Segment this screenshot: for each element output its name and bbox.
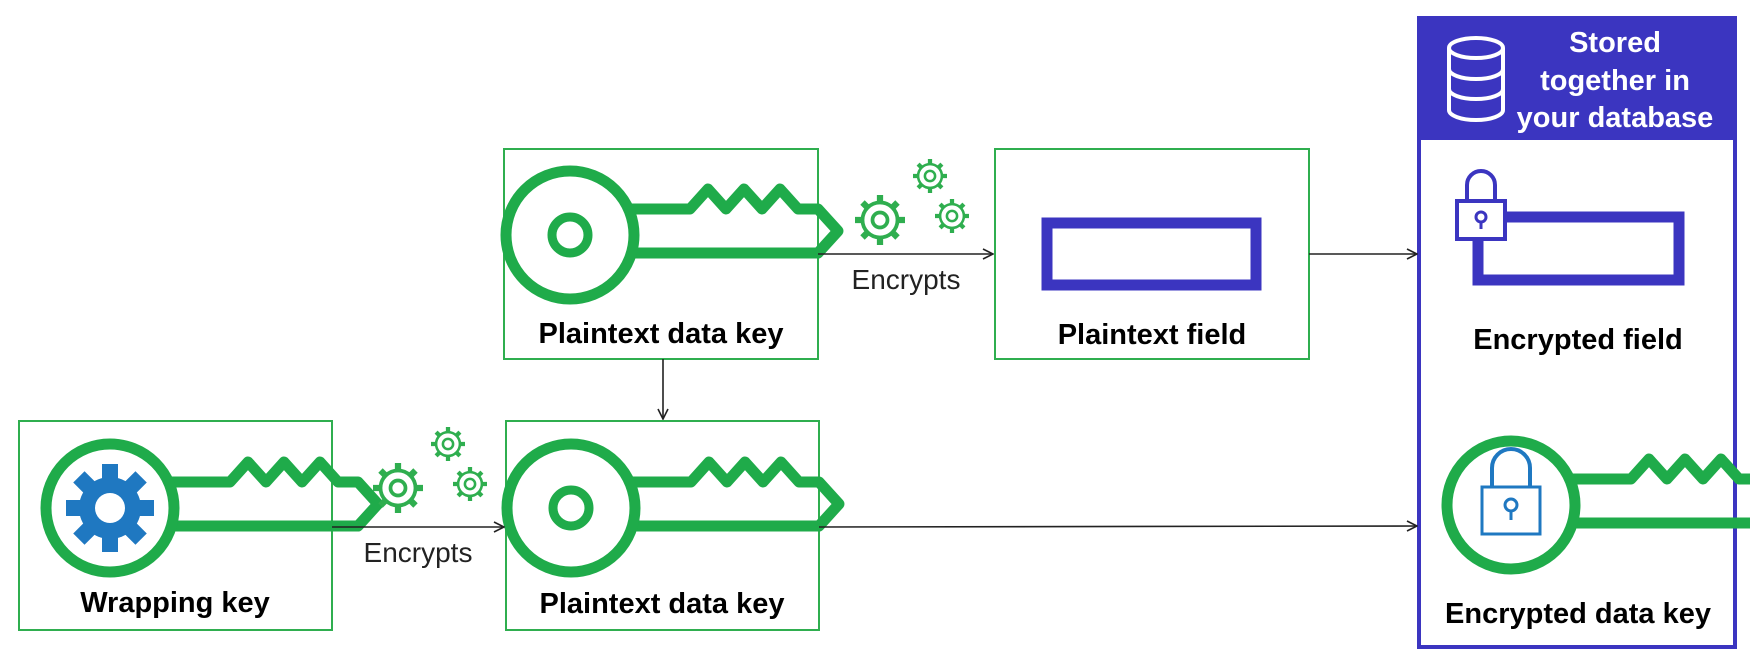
plaintext-data-key-top-node: Plaintext data key xyxy=(504,148,838,360)
lock-icon xyxy=(1480,447,1542,536)
gears-icon xyxy=(373,427,487,513)
database-panel: Stored together in your database Encrypt… xyxy=(1417,16,1750,649)
encrypts-label-bottom: Encrypts xyxy=(364,537,473,568)
plaintext-field-label: Plaintext field xyxy=(1058,319,1247,351)
arrow-datakey-to-database xyxy=(818,526,1417,527)
wrapping-key-label: Wrapping key xyxy=(80,587,270,619)
wrapping-key-node: Wrapping key xyxy=(18,420,378,631)
database-header-line2: together in xyxy=(1540,65,1690,97)
encrypted-data-key-label: Encrypted data key xyxy=(1445,598,1711,630)
field-icon xyxy=(1041,217,1262,291)
encrypted-field-node: Encrypted field xyxy=(1455,169,1685,356)
encrypted-field-icon xyxy=(1472,211,1685,286)
database-header-line1: Stored xyxy=(1569,27,1661,59)
plaintext-data-key-top-label: Plaintext data key xyxy=(539,318,784,350)
gear-icon xyxy=(66,464,154,552)
encrypted-data-key-node: Encrypted data key xyxy=(1445,441,1750,630)
key-icon xyxy=(506,171,838,299)
encrypted-field-label: Encrypted field xyxy=(1473,324,1683,356)
database-icon xyxy=(1447,36,1505,122)
plaintext-data-key-bottom-node: Plaintext data key xyxy=(506,420,839,631)
lock-icon xyxy=(1455,169,1507,241)
plaintext-data-key-bottom-label: Plaintext data key xyxy=(540,588,785,620)
encrypts-label-top: Encrypts xyxy=(852,264,961,295)
gears-icon xyxy=(855,159,969,245)
database-header-line3: your database xyxy=(1517,102,1714,134)
plaintext-field-node: Plaintext field xyxy=(994,148,1310,360)
key-icon xyxy=(507,444,839,572)
